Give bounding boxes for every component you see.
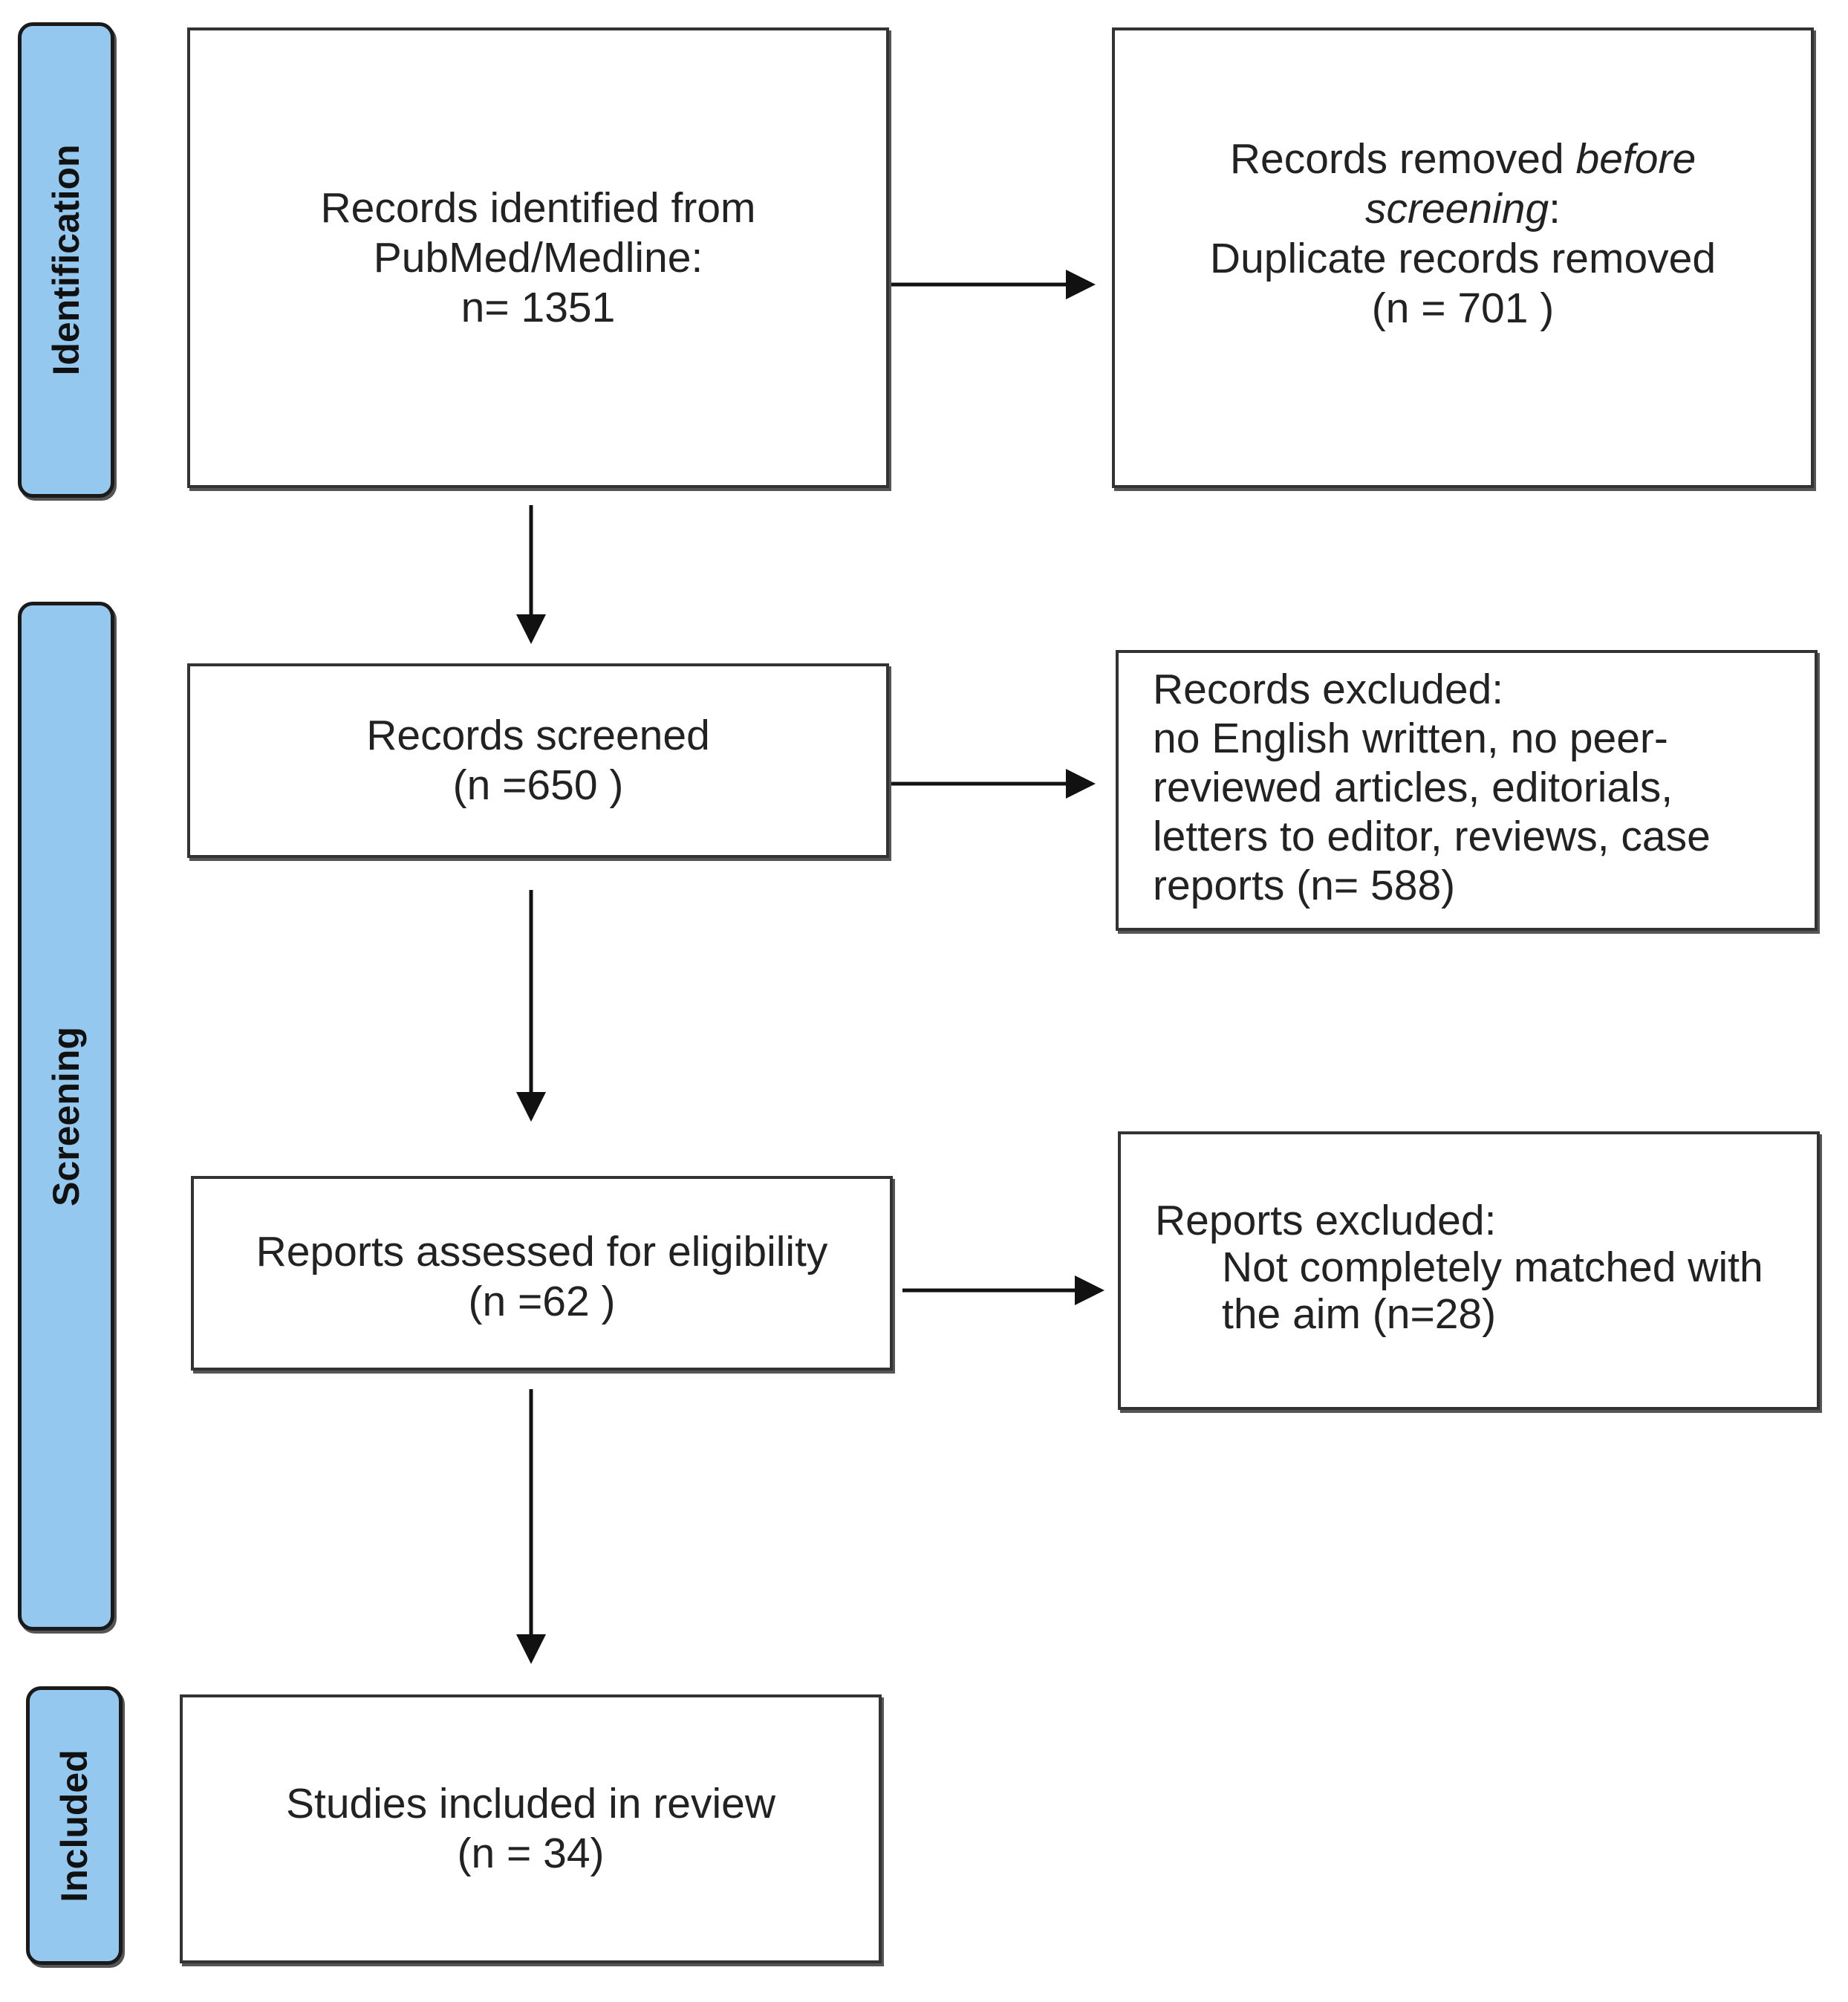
studies-included-count: (n = 34) xyxy=(457,1830,605,1877)
duplicate-records-count: (n = 701 ) xyxy=(1371,285,1555,332)
reports-excluded-reason-2: the aim (n=28) xyxy=(1222,1290,1497,1338)
records-removed-line2: screening: xyxy=(1365,184,1561,234)
records-identified-line1: Records identified from xyxy=(320,183,756,232)
studies-included-label: Studies included in review xyxy=(285,1780,776,1827)
phase-included: Included xyxy=(26,1686,123,1965)
phase-screening: Screening xyxy=(18,602,114,1631)
screening-emphasis: screening xyxy=(1365,185,1549,233)
records-identified-box: Records identified from PubMed/Medline: … xyxy=(187,27,889,488)
reports-excluded-reason-1: Not completely matched with xyxy=(1222,1244,1763,1291)
records-removed-box: Records removed before screening: Duplic… xyxy=(1112,27,1814,488)
reports-assessed-box: Reports assessed for eligibility (n =62 … xyxy=(191,1176,893,1371)
records-excluded-box: Records excluded: no English written, no… xyxy=(1116,650,1818,931)
records-identified-count: n= 1351 xyxy=(461,283,616,331)
records-screened-label: Records screened xyxy=(366,712,710,759)
records-removed-text: Records removed xyxy=(1229,135,1576,183)
records-screened-count: (n =650 ) xyxy=(452,761,624,809)
records-excluded-reason-2: reviewed articles, editorials, xyxy=(1153,764,1673,811)
studies-included-box: Studies included in review (n = 34) xyxy=(180,1694,882,1963)
colon-text: : xyxy=(1549,185,1561,233)
records-excluded-reason-4: reports (n= 588) xyxy=(1153,862,1456,909)
duplicate-records-text: Duplicate records removed xyxy=(1209,235,1717,282)
records-screened-box: Records screened (n =650 ) xyxy=(187,663,889,858)
records-excluded-reason-3: letters to editor, reviews, case xyxy=(1153,813,1711,860)
records-excluded-heading: Records excluded: xyxy=(1153,666,1504,713)
phase-identification: Identification xyxy=(18,22,114,498)
reports-excluded-box: Reports excluded: Not completely matched… xyxy=(1118,1131,1820,1410)
records-excluded-reason-1: no English written, no peer- xyxy=(1153,715,1668,762)
records-removed-line1: Records removed before xyxy=(1230,134,1696,184)
reports-assessed-label: Reports assessed for eligibility xyxy=(256,1228,828,1275)
reports-assessed-count: (n =62 ) xyxy=(468,1278,616,1325)
before-emphasis: before xyxy=(1575,135,1696,183)
reports-excluded-heading: Reports excluded: xyxy=(1155,1197,1497,1244)
records-identified-line2: PubMed/Medline: xyxy=(373,233,703,282)
